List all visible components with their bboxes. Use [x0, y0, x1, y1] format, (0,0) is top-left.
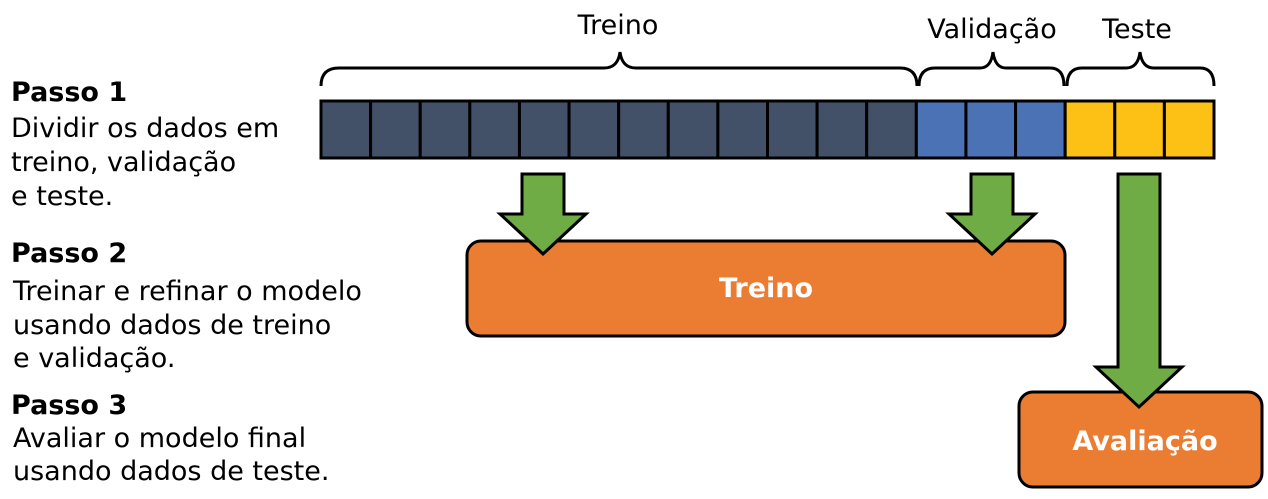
test-data-block [1113, 99, 1166, 160]
train-data-block [716, 99, 770, 160]
validation-segment-label: Validação [927, 14, 1057, 45]
test-data-block [1063, 99, 1117, 160]
train-data-block [517, 99, 571, 160]
step-2-description-line: e validação. [13, 343, 176, 374]
validation-data-block [914, 99, 968, 160]
validation-brace [917, 51, 1066, 87]
test-brace [1065, 51, 1216, 87]
step-3-description-line: usando dados de teste. [13, 456, 330, 487]
validation-data-arrow [945, 172, 1039, 257]
step-2-description-line: usando dados de treino [13, 310, 332, 341]
train-data-block [617, 99, 670, 160]
train-data-arrow [496, 172, 590, 257]
training-box-label: Treino [719, 273, 813, 304]
train-data-block [567, 99, 621, 160]
validation-data-block [964, 99, 1018, 160]
train-data-block [766, 99, 819, 160]
step-2-description-line: Treinar e refinar o modelo [13, 276, 362, 307]
evaluation-box-label: Avaliação [1072, 426, 1217, 457]
train-data-block [468, 99, 521, 160]
validation-data-block [1014, 99, 1067, 160]
step-1-description-line: treino, validação [11, 147, 237, 178]
train-data-block [815, 99, 869, 160]
test-data-block [1162, 99, 1216, 160]
step-1-title: Passo 1 [11, 77, 128, 108]
train-data-block [418, 99, 472, 160]
training-box [465, 239, 1067, 338]
train-data-block [666, 99, 720, 160]
step-1-description-line: Dividir os dados em [11, 113, 280, 144]
data-blocks [319, 99, 1216, 160]
train-brace [319, 51, 919, 87]
step-1-description-line: e teste. [11, 181, 114, 212]
test-segment-label: Teste [1101, 14, 1172, 45]
step-3-description-line: Avaliar o modelo final [13, 423, 307, 454]
step-3-title: Passo 3 [11, 390, 128, 421]
train-data-block [319, 99, 373, 160]
train-data-block [865, 99, 918, 160]
train-segment-label: Treino [577, 10, 659, 41]
step-2-title: Passo 2 [11, 238, 128, 269]
train-data-block [369, 99, 422, 160]
test-data-arrow [1092, 172, 1186, 410]
